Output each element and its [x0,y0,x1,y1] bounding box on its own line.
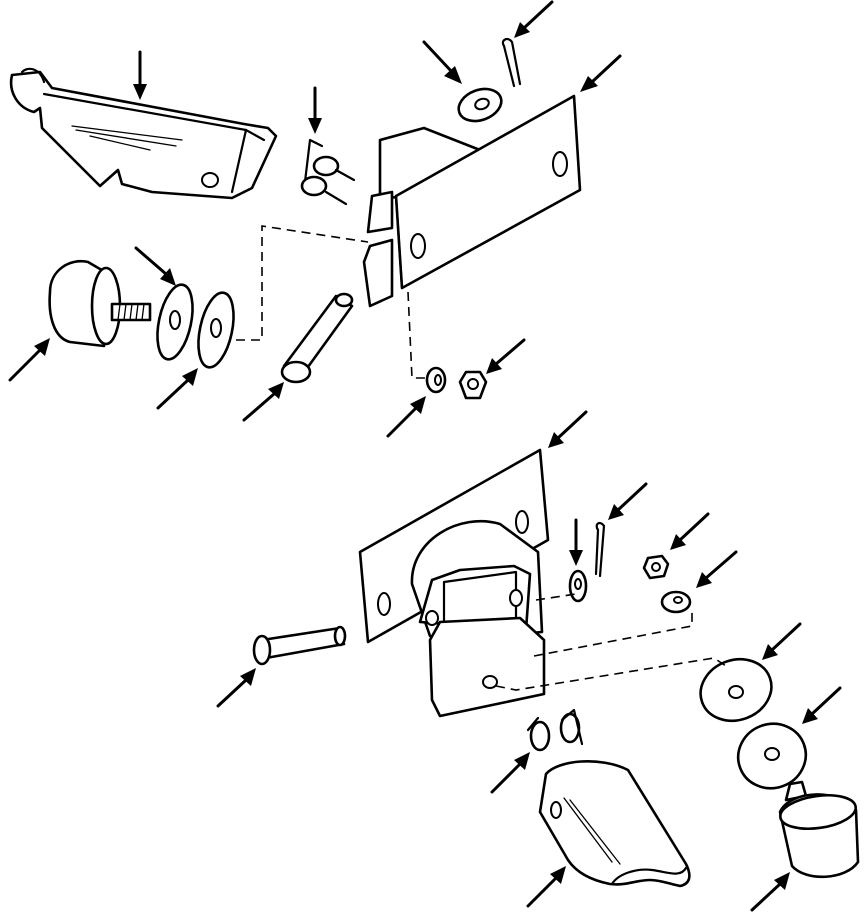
callout-arrow [696,550,738,588]
callout-arrow [8,338,50,382]
callout-arrow [216,668,256,708]
lower-washer-pair [699,657,808,790]
callout-arrow [580,54,622,92]
callout-arrow [386,396,426,438]
upper-rubber-bumper [48,259,152,348]
callout-arrow [486,338,526,374]
callout-arrow [802,686,842,724]
upper-cotter-pin [501,37,522,88]
lower-latch-housing [410,519,546,718]
upper-assembly-line-2 [407,291,430,379]
callout-arrow [750,872,790,912]
upper-bracket-plate [362,94,582,308]
callout-arrows [8,0,842,912]
upper-torsion-spring [300,138,356,206]
lower-torsion-spring [526,708,584,752]
lower-assembly-line-3 [495,657,727,691]
callout-arrow [134,246,176,286]
lower-lock-washer [660,590,692,614]
upper-lock-washer [425,366,447,394]
upper-hex-nut [458,370,488,400]
callout-arrow [762,622,802,660]
lower-cotter-pin [594,521,606,578]
upper-assembly-line-1 [236,225,369,341]
callout-arrow [514,0,554,38]
lower-latch-handle [538,760,691,888]
callout-arrow [526,866,566,908]
upper-latch-handle [9,67,278,200]
callout-arrow [670,512,710,550]
upper-washer-small [457,87,503,123]
callout-arrow [548,410,588,448]
callout-arrow [422,40,462,84]
upper-assembly [9,37,582,400]
callout-arrow [156,368,198,410]
callout-arrow [569,518,583,566]
callout-arrow [608,482,648,520]
upper-washer-pair [156,283,235,369]
lower-washer-small [568,569,588,603]
upper-clevis-pin [280,292,354,384]
lower-clevis-pin [252,625,347,666]
lower-assembly [252,448,860,888]
callout-arrow [242,382,284,422]
lower-hex-nut [642,554,670,580]
callout-arrow [133,50,147,100]
lower-rubber-bumper [778,780,860,879]
lower-assembly-line-1 [535,593,577,601]
callout-arrow [308,86,322,134]
callout-arrow [490,752,530,794]
lower-assembly-line-2 [533,612,693,657]
